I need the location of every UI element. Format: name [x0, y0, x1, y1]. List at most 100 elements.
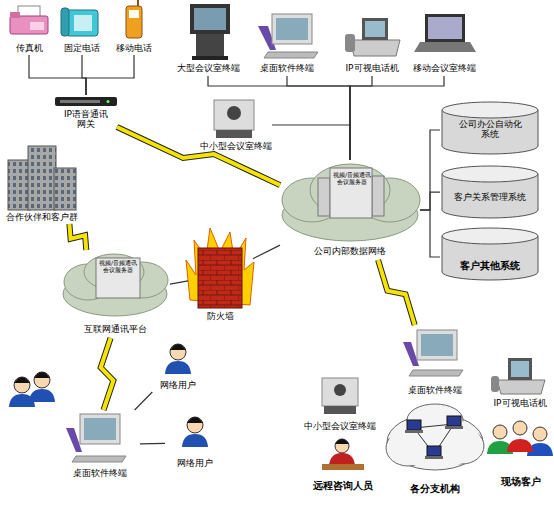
node-label: 桌面软件终端: [395, 385, 475, 395]
device-node: 桌面软件终端: [395, 325, 475, 397]
phone-handset: [491, 376, 499, 392]
phone-keypad: [74, 15, 92, 31]
device-node: IP可视电话机: [487, 352, 553, 410]
database-icon: [442, 166, 538, 218]
phone-base: [497, 380, 545, 394]
terminal-camera: [334, 384, 346, 396]
node-label: 网络用户: [165, 458, 225, 468]
tv-frame: [190, 4, 230, 34]
mobile-icon: [126, 0, 142, 38]
conference-terminal-icon: [190, 4, 230, 60]
person-icon: [182, 417, 208, 447]
gateway-body: [55, 97, 117, 106]
device-node: 各分支机构: [385, 405, 485, 495]
lightning-link: [69, 224, 86, 250]
person-head: [34, 372, 50, 388]
node-label: IP语音通讯网关: [60, 109, 112, 130]
network-link: [140, 443, 165, 445]
database-icon: [442, 228, 538, 280]
device-node: 远程咨询人员: [305, 438, 380, 493]
server: [96, 258, 140, 298]
network-link: [272, 125, 350, 160]
phone-screen-frame: [508, 358, 532, 380]
link-line: [272, 125, 350, 160]
device-node: 中小型会议室终端: [200, 96, 272, 154]
person-body: [165, 361, 191, 374]
laptop-icon: [414, 14, 476, 52]
network-link: [135, 392, 153, 410]
phone-screen-frame: [362, 18, 388, 40]
monitor: [417, 330, 457, 360]
person-hair: [335, 439, 349, 444]
network-link: [29, 55, 86, 95]
building: [54, 168, 76, 210]
consultant-icon: [322, 439, 364, 470]
node-label: 网络用户: [148, 380, 208, 390]
buildings-icon: [8, 146, 76, 210]
person-head: [14, 377, 30, 393]
fax-body: [10, 16, 48, 34]
device-node: 网络用户: [148, 340, 208, 392]
device-node: IP可视电话机: [340, 8, 404, 76]
network-link: [420, 130, 440, 210]
person-hair: [187, 417, 203, 423]
network-link: [420, 210, 440, 257]
cyl-side: [442, 174, 443, 210]
lightning-outline: [69, 224, 86, 250]
terminal-box: [214, 100, 254, 130]
node-label: IP可视电话机: [487, 398, 553, 408]
lightning-bolt: [378, 260, 415, 325]
phone-body: [66, 10, 98, 36]
phone-screen: [511, 361, 529, 377]
phone-handset: [345, 34, 355, 52]
person-head: [513, 421, 527, 435]
mobile-body: [126, 6, 142, 38]
device-node: 网络用户: [165, 415, 225, 470]
node-label: 视频/音频通讯会议服务器: [330, 172, 374, 186]
node-label: 桌面软件终端: [255, 63, 319, 73]
person-body: [182, 434, 208, 447]
person-hair: [34, 372, 50, 378]
node-label: 客户其他系统: [450, 260, 530, 272]
monitor-screen: [421, 334, 453, 356]
device-node: 视频/音频通讯会议服务器公司内部数据网络: [280, 160, 420, 260]
fax-keys: [30, 22, 44, 30]
device-node: 移动会议室终端: [410, 8, 478, 76]
gateway-light: [107, 100, 110, 103]
terminal-camera: [227, 106, 241, 120]
cloud-part: [387, 414, 483, 470]
network-link: [253, 245, 280, 259]
mini-laptop-base: [405, 430, 423, 433]
device-node: 客户关系管理系统: [440, 170, 540, 215]
fax-icon: [10, 6, 48, 34]
mini-laptop-base: [425, 456, 443, 459]
node-label: 公司内部数据网络: [280, 246, 420, 256]
cyl-side: [442, 110, 443, 146]
database-icon: [442, 102, 538, 154]
desktop-icon: [66, 414, 126, 462]
node-label: 中小型会议室终端: [200, 141, 272, 151]
keyboard: [72, 456, 126, 462]
terminal-box: [322, 378, 358, 406]
gateway-icon: [55, 97, 117, 106]
desk: [322, 464, 364, 470]
device-node: 公司办公自动化系统: [440, 105, 540, 155]
device-node: 防火墙: [188, 225, 253, 325]
node-label: 移动电话: [110, 43, 158, 53]
link-line: [253, 245, 280, 259]
link-line: [170, 281, 188, 284]
network-link: [420, 192, 440, 210]
link-line: [420, 130, 440, 210]
building: [8, 160, 30, 210]
link-line: [350, 76, 372, 160]
person-body: [507, 439, 533, 452]
device-node: 视频/音频通讯会议服务器互联网通讯平台: [60, 250, 170, 338]
device-node: 桌面软件终端: [60, 410, 140, 480]
tv-base: [192, 56, 228, 60]
people-group-icon: [9, 372, 55, 407]
desktop-icon: [258, 14, 318, 58]
laptop-base: [414, 42, 476, 52]
person-head: [335, 439, 349, 453]
mobile-antenna: [137, 0, 139, 6]
